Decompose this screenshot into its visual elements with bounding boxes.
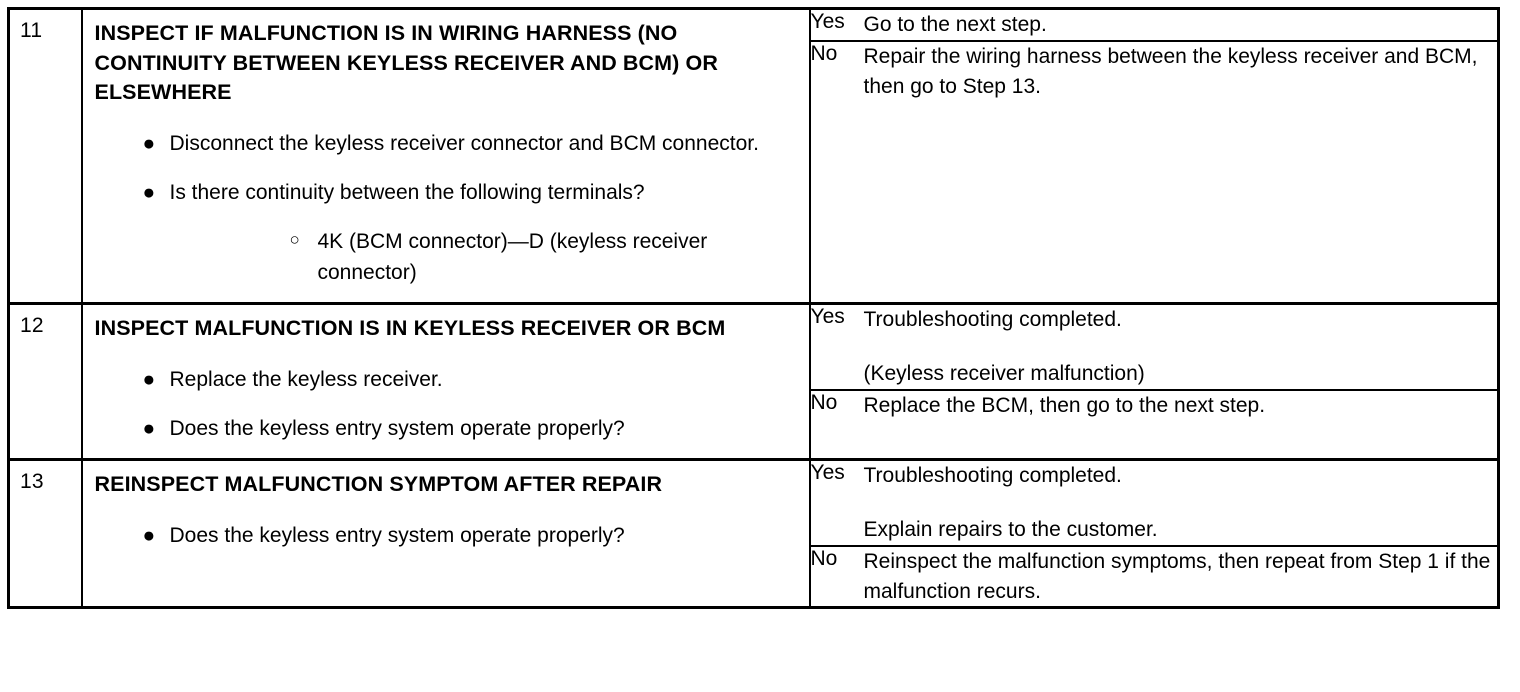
filled-bullet-icon: ● [142, 417, 156, 441]
list-item: ● Is there continuity between the follow… [95, 177, 797, 288]
answer-label-no: No [810, 388, 864, 421]
answer-label-yes: Yes [810, 461, 845, 485]
step-title: INSPECT MALFUNCTION IS IN KEYLESS RECEIV… [94, 316, 726, 341]
answer-table: Yes Troubleshooting completed. Explain r… [810, 461, 1498, 607]
answer-row-no: No Repair the wiring harness between the… [810, 39, 1497, 102]
step-number-cell: 11 [9, 9, 82, 304]
answer-paragraph: Troubleshooting completed. [863, 308, 1122, 332]
answer-label-yes: Yes [810, 305, 845, 329]
list-item: ● Does the keyless entry system operate … [95, 520, 797, 551]
filled-bullet-icon: ● [142, 131, 156, 155]
hollow-bullet-icon: ○ [289, 230, 300, 250]
list-item-text: Disconnect the keyless receiver connecto… [169, 131, 759, 155]
list-item: ● Disconnect the keyless receiver connec… [95, 128, 797, 159]
step-title: INSPECT IF MALFUNCTION IS IN WIRING HARN… [94, 21, 718, 105]
list-item-text: Replace the keyless receiver. [169, 367, 443, 391]
answer-row-yes: Yes Go to the next step. [811, 10, 1498, 41]
step-action-cell: REINSPECT MALFUNCTION SYMPTOM AFTER REPA… [81, 458, 810, 608]
answer-table: Yes Troubleshooting completed. (Keyless … [810, 305, 1498, 421]
answer-result-no: Replace the BCM, then go to the next ste… [863, 388, 1497, 421]
answer-label-no: No [810, 544, 864, 607]
answer-paragraph: Explain repairs to the customer. [863, 517, 1158, 541]
filled-bullet-icon: ● [142, 523, 156, 547]
step-number: 13 [20, 470, 44, 494]
sub-list-item: ○ 4K (BCM connector)—D (keyless receiver… [170, 226, 797, 288]
answer-row-no: No Reinspect the malfunction symptoms, t… [810, 544, 1497, 607]
answer-paragraph: (Keyless receiver malfunction) [863, 362, 1145, 386]
table-row: 12 INSPECT MALFUNCTION IS IN KEYLESS REC… [8, 302, 1499, 460]
answer-result-yes: Go to the next step. [864, 10, 1498, 41]
step-title: REINSPECT MALFUNCTION SYMPTOM AFTER REPA… [94, 472, 663, 497]
answer-paragraph: Replace the BCM, then go to the next ste… [863, 393, 1266, 417]
answer-label-no: No [810, 39, 864, 102]
action-sub-bullet-list: ○ 4K (BCM connector)—D (keyless receiver… [170, 226, 797, 288]
filled-bullet-icon: ● [142, 181, 156, 205]
answer-paragraph: Repair the wiring harness between the ke… [863, 44, 1478, 98]
step-number-cell: 12 [8, 302, 82, 460]
action-bullet-list: ● Does the keyless entry system operate … [95, 520, 797, 551]
sub-list-item-text: 4K (BCM connector)—D (keyless receiver c… [317, 230, 708, 285]
answer-row-yes: Yes Troubleshooting completed. (Keyless … [811, 305, 1498, 390]
troubleshooting-table: 11 INSPECT IF MALFUNCTION IS IN WIRING H… [7, 7, 1500, 610]
table-body: 11 INSPECT IF MALFUNCTION IS IN WIRING H… [8, 9, 1499, 608]
list-item: ● Does the keyless entry system operate … [95, 413, 797, 444]
answer-result-yes: Troubleshooting completed. (Keyless rece… [864, 305, 1498, 390]
answer-paragraph: Troubleshooting completed. [863, 464, 1122, 488]
filled-bullet-icon: ● [142, 367, 156, 391]
answer-result-no: Repair the wiring harness between the ke… [863, 39, 1497, 102]
list-item-text: Is there continuity between the followin… [169, 181, 645, 205]
table-row: 11 INSPECT IF MALFUNCTION IS IN WIRING H… [9, 9, 1499, 304]
step-number-cell: 13 [8, 458, 82, 608]
list-item: ● Replace the keyless receiver. [95, 364, 797, 395]
answer-paragraph: Go to the next step. [863, 13, 1047, 36]
step-action-cell: INSPECT MALFUNCTION IS IN KEYLESS RECEIV… [81, 302, 810, 460]
action-bullet-list: ● Disconnect the keyless receiver connec… [95, 128, 797, 288]
table-row: 13 REINSPECT MALFUNCTION SYMPTOM AFTER R… [8, 458, 1499, 608]
list-item-text: Does the keyless entry system operate pr… [169, 523, 625, 547]
answer-table: Yes Go to the next step. No Repair the w… [810, 10, 1498, 102]
step-answers-cell: Yes Troubleshooting completed. (Keyless … [809, 302, 1499, 460]
answer-row-yes: Yes Troubleshooting completed. Explain r… [811, 461, 1498, 546]
answer-result-yes: Troubleshooting completed. Explain repai… [864, 461, 1498, 546]
answer-row-no: No Replace the BCM, then go to the next … [810, 388, 1497, 421]
answer-result-no: Reinspect the malfunction symptoms, then… [863, 544, 1497, 607]
answer-label-yes: Yes [810, 10, 845, 33]
action-bullet-list: ● Replace the keyless receiver. ● Does t… [95, 364, 797, 444]
step-answers-cell: Yes Go to the next step. No Repair the w… [810, 9, 1499, 304]
step-number: 12 [20, 314, 44, 338]
step-number: 11 [20, 19, 43, 42]
list-item-text: Does the keyless entry system operate pr… [169, 417, 625, 441]
step-action-cell: INSPECT IF MALFUNCTION IS IN WIRING HARN… [82, 9, 810, 304]
answer-paragraph: Reinspect the malfunction symptoms, then… [863, 549, 1491, 603]
step-answers-cell: Yes Troubleshooting completed. Explain r… [809, 458, 1499, 608]
